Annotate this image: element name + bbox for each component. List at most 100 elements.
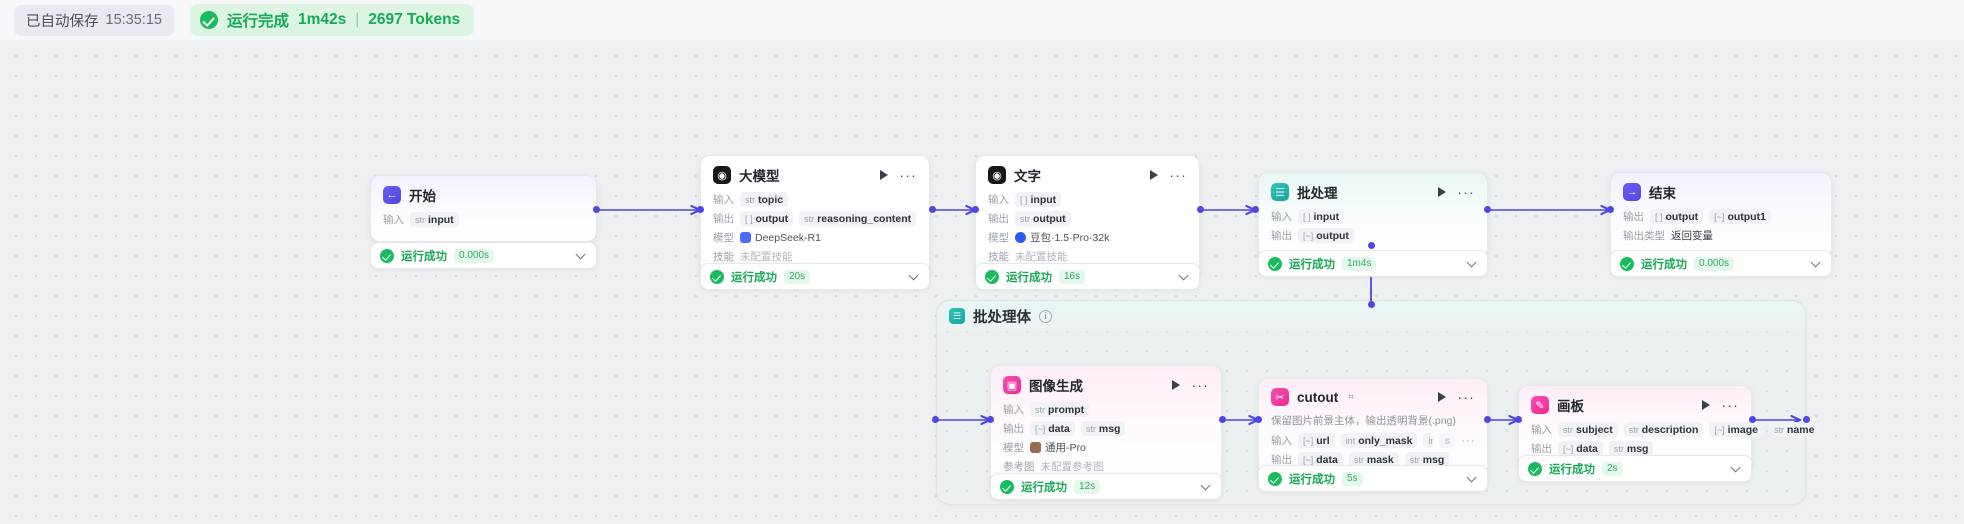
more-icon[interactable]: ··· (1721, 397, 1739, 413)
check-circle-icon (1268, 471, 1282, 486)
tag-output[interactable]: [ ]output (740, 211, 794, 226)
node-imagegen-header: ▣ 图像生成 ··· (1003, 375, 1209, 395)
port-bodyin[interactable] (932, 416, 939, 423)
node-batch-input-row: 输入 [ ]input (1271, 209, 1475, 224)
more-icon[interactable]: ··· (1457, 184, 1475, 200)
check-circle-icon (199, 11, 218, 29)
node-imagegen-title: 图像生成 (1029, 379, 1083, 394)
port-batch-body-anchor[interactable] (1368, 301, 1375, 308)
play-icon[interactable] (1150, 170, 1159, 180)
play-icon[interactable] (1438, 392, 1447, 402)
chevron-down-icon[interactable] (1202, 482, 1211, 491)
node-text-actions[interactable]: ··· (1150, 167, 1187, 183)
node-llm-actions[interactable]: ··· (880, 167, 917, 183)
chevron-down-icon[interactable] (577, 251, 586, 260)
port-cutout-out[interactable] (1484, 416, 1491, 423)
play-icon[interactable] (1438, 187, 1447, 197)
port-batch-out[interactable] (1484, 206, 1491, 213)
node-end-status[interactable]: 运行成功 0.000s (1610, 250, 1832, 277)
more-icon[interactable]: ··· (1169, 167, 1187, 183)
tag-image[interactable]: [~]image (1709, 422, 1763, 437)
image-generation-node-icon: ▣ (1003, 376, 1021, 394)
node-batch-status[interactable]: 运行成功 1m4s (1258, 250, 1488, 277)
port-canvas-in[interactable] (1515, 416, 1522, 423)
node-imagegen-actions[interactable]: ··· (1172, 377, 1209, 393)
more-icon[interactable]: ··· (1191, 377, 1209, 393)
port-cutout-in[interactable] (1255, 416, 1262, 423)
port-bodyout[interactable] (1803, 416, 1810, 423)
node-cutout-status[interactable]: 运行成功 5s (1258, 465, 1488, 492)
node-end[interactable]: → 结束 输出 [ ]output [~]output1 输出类型 返回变量 (1610, 172, 1832, 258)
node-cutout-actions[interactable]: ··· (1438, 389, 1475, 405)
tag-data[interactable]: [~]data (1030, 421, 1075, 436)
node-canvas-actions[interactable]: ··· (1702, 397, 1739, 413)
port-batch-in[interactable] (1252, 206, 1259, 213)
port-text-in[interactable] (972, 206, 979, 213)
play-icon[interactable] (1172, 380, 1181, 390)
node-llm-title: 大模型 (739, 169, 780, 184)
end-node-icon: → (1623, 183, 1641, 201)
chevron-down-icon[interactable] (1732, 464, 1741, 473)
chevron-down-icon[interactable] (1812, 259, 1821, 268)
tag-output-mode[interactable]: intoutput_mode (1423, 433, 1434, 448)
tag-output[interactable]: [ ]output (1650, 209, 1704, 224)
node-batch-header: ☰ 批处理 ··· (1271, 182, 1475, 202)
chevron-down-icon[interactable] (1180, 272, 1189, 281)
tag-data[interactable]: [~]data (1558, 441, 1603, 456)
status-duration: 16s (1059, 269, 1086, 284)
port-batch-bottom[interactable] (1368, 242, 1375, 249)
chevron-down-icon[interactable] (910, 272, 919, 281)
node-start-status[interactable]: 运行成功 0.000s (370, 242, 597, 269)
tag-input[interactable]: [ ]input (1298, 209, 1345, 224)
more-icon[interactable]: ··· (1457, 389, 1475, 405)
port-llm-in[interactable] (697, 206, 704, 213)
port-text-out[interactable] (1197, 206, 1204, 213)
tag-url[interactable]: [~]url (1298, 433, 1335, 448)
autosave-time: 15:35:15 (105, 12, 162, 28)
node-cutout[interactable]: ✂ cutout ⌗ ··· 保留图片前景主体，输出透明背景(.png) 输入 … (1258, 378, 1488, 482)
port-llm-out[interactable] (929, 206, 936, 213)
node-imagegen-status[interactable]: 运行成功 12s (990, 473, 1222, 500)
more-icon[interactable]: ··· (899, 167, 917, 183)
port-canvas-out[interactable] (1749, 416, 1756, 423)
info-icon[interactable]: i (1039, 309, 1052, 323)
refimage-value: 未配置参考图 (1040, 461, 1104, 473)
node-text-status[interactable]: 运行成功 16s (975, 263, 1200, 290)
tag-output1[interactable]: [~]output1 (1709, 209, 1771, 224)
chevron-down-icon[interactable] (1468, 259, 1477, 268)
play-icon[interactable] (880, 170, 889, 180)
node-batch-actions[interactable]: ··· (1438, 184, 1475, 200)
chevron-down-icon[interactable] (1468, 474, 1477, 483)
port-end-in[interactable] (1607, 206, 1614, 213)
tag-truncated[interactable]: s (1439, 433, 1456, 448)
port-imagegen-out[interactable] (1219, 416, 1226, 423)
node-llm-status[interactable]: 运行成功 20s (700, 263, 930, 290)
play-icon[interactable] (1702, 400, 1711, 410)
node-canvas-status[interactable]: 运行成功 2s (1518, 455, 1752, 482)
port-imagegen-in[interactable] (987, 416, 994, 423)
overflow-ellipsis-icon[interactable]: ··· (1461, 434, 1476, 447)
tag-output[interactable]: [~]output (1298, 228, 1354, 243)
tag-input[interactable]: [ ]input (1015, 192, 1062, 207)
tag-data[interactable]: [~]data (1298, 452, 1343, 467)
port-start-out[interactable] (593, 206, 600, 213)
model-label: 模型 (988, 232, 1009, 244)
